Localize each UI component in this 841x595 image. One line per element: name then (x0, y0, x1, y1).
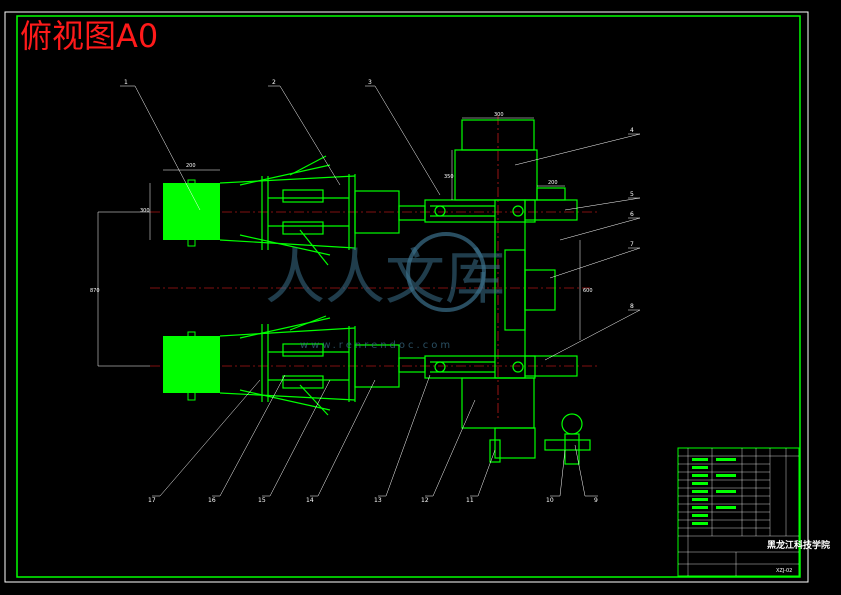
lower-linkage (219, 315, 426, 416)
dim-small-box: 200 (548, 180, 558, 186)
callout-3: 3 (368, 79, 372, 86)
control-mechanism (489, 413, 591, 465)
callout-6: 6 (630, 211, 634, 218)
outer-border (4, 11, 809, 583)
watermark-text: 人人文库 (265, 243, 505, 313)
callout-13: 13 (374, 497, 382, 504)
callout-9: 9 (594, 497, 598, 504)
callout-5: 5 (630, 191, 634, 198)
dimension-lines (97, 117, 581, 367)
dim-roller-w: 200 (186, 163, 196, 169)
callout-7: 7 (630, 241, 634, 248)
sheet-title: 俯视图A0 (20, 17, 159, 55)
callout-12: 12 (421, 497, 429, 504)
transmission-frame (424, 119, 578, 429)
title-block: 黑龙江科技学院 XZJ-02 (677, 447, 830, 577)
dim-right-span: 600 (583, 288, 593, 294)
callout-17: 17 (148, 497, 156, 504)
callout-10: 10 (546, 497, 554, 504)
callout-16: 16 (208, 497, 216, 504)
callout-8: 8 (630, 303, 634, 310)
callout-11: 11 (466, 497, 474, 504)
dim-top-box-h: 350 (444, 174, 454, 180)
leader-lines (120, 85, 641, 497)
title-block-drawing-no: XZJ-02 (776, 568, 792, 574)
callout-4: 4 (630, 127, 634, 134)
callout-1: 1 (124, 79, 128, 86)
dim-top-box-w: 300 (494, 112, 504, 118)
lower-roller (163, 331, 220, 401)
dim-left-span: 870 (90, 288, 100, 294)
watermark-url: www.renrendoc.com (300, 340, 453, 351)
callout-14: 14 (306, 497, 314, 504)
inner-border (16, 15, 801, 578)
upper-roller (163, 179, 220, 247)
dim-roller-h: 300 (140, 208, 150, 214)
callout-2: 2 (272, 79, 276, 86)
title-block-school: 黑龙江科技学院 (767, 539, 830, 551)
watermark: 人人文库 www.renrendoc.com (265, 232, 505, 351)
callout-15: 15 (258, 497, 266, 504)
